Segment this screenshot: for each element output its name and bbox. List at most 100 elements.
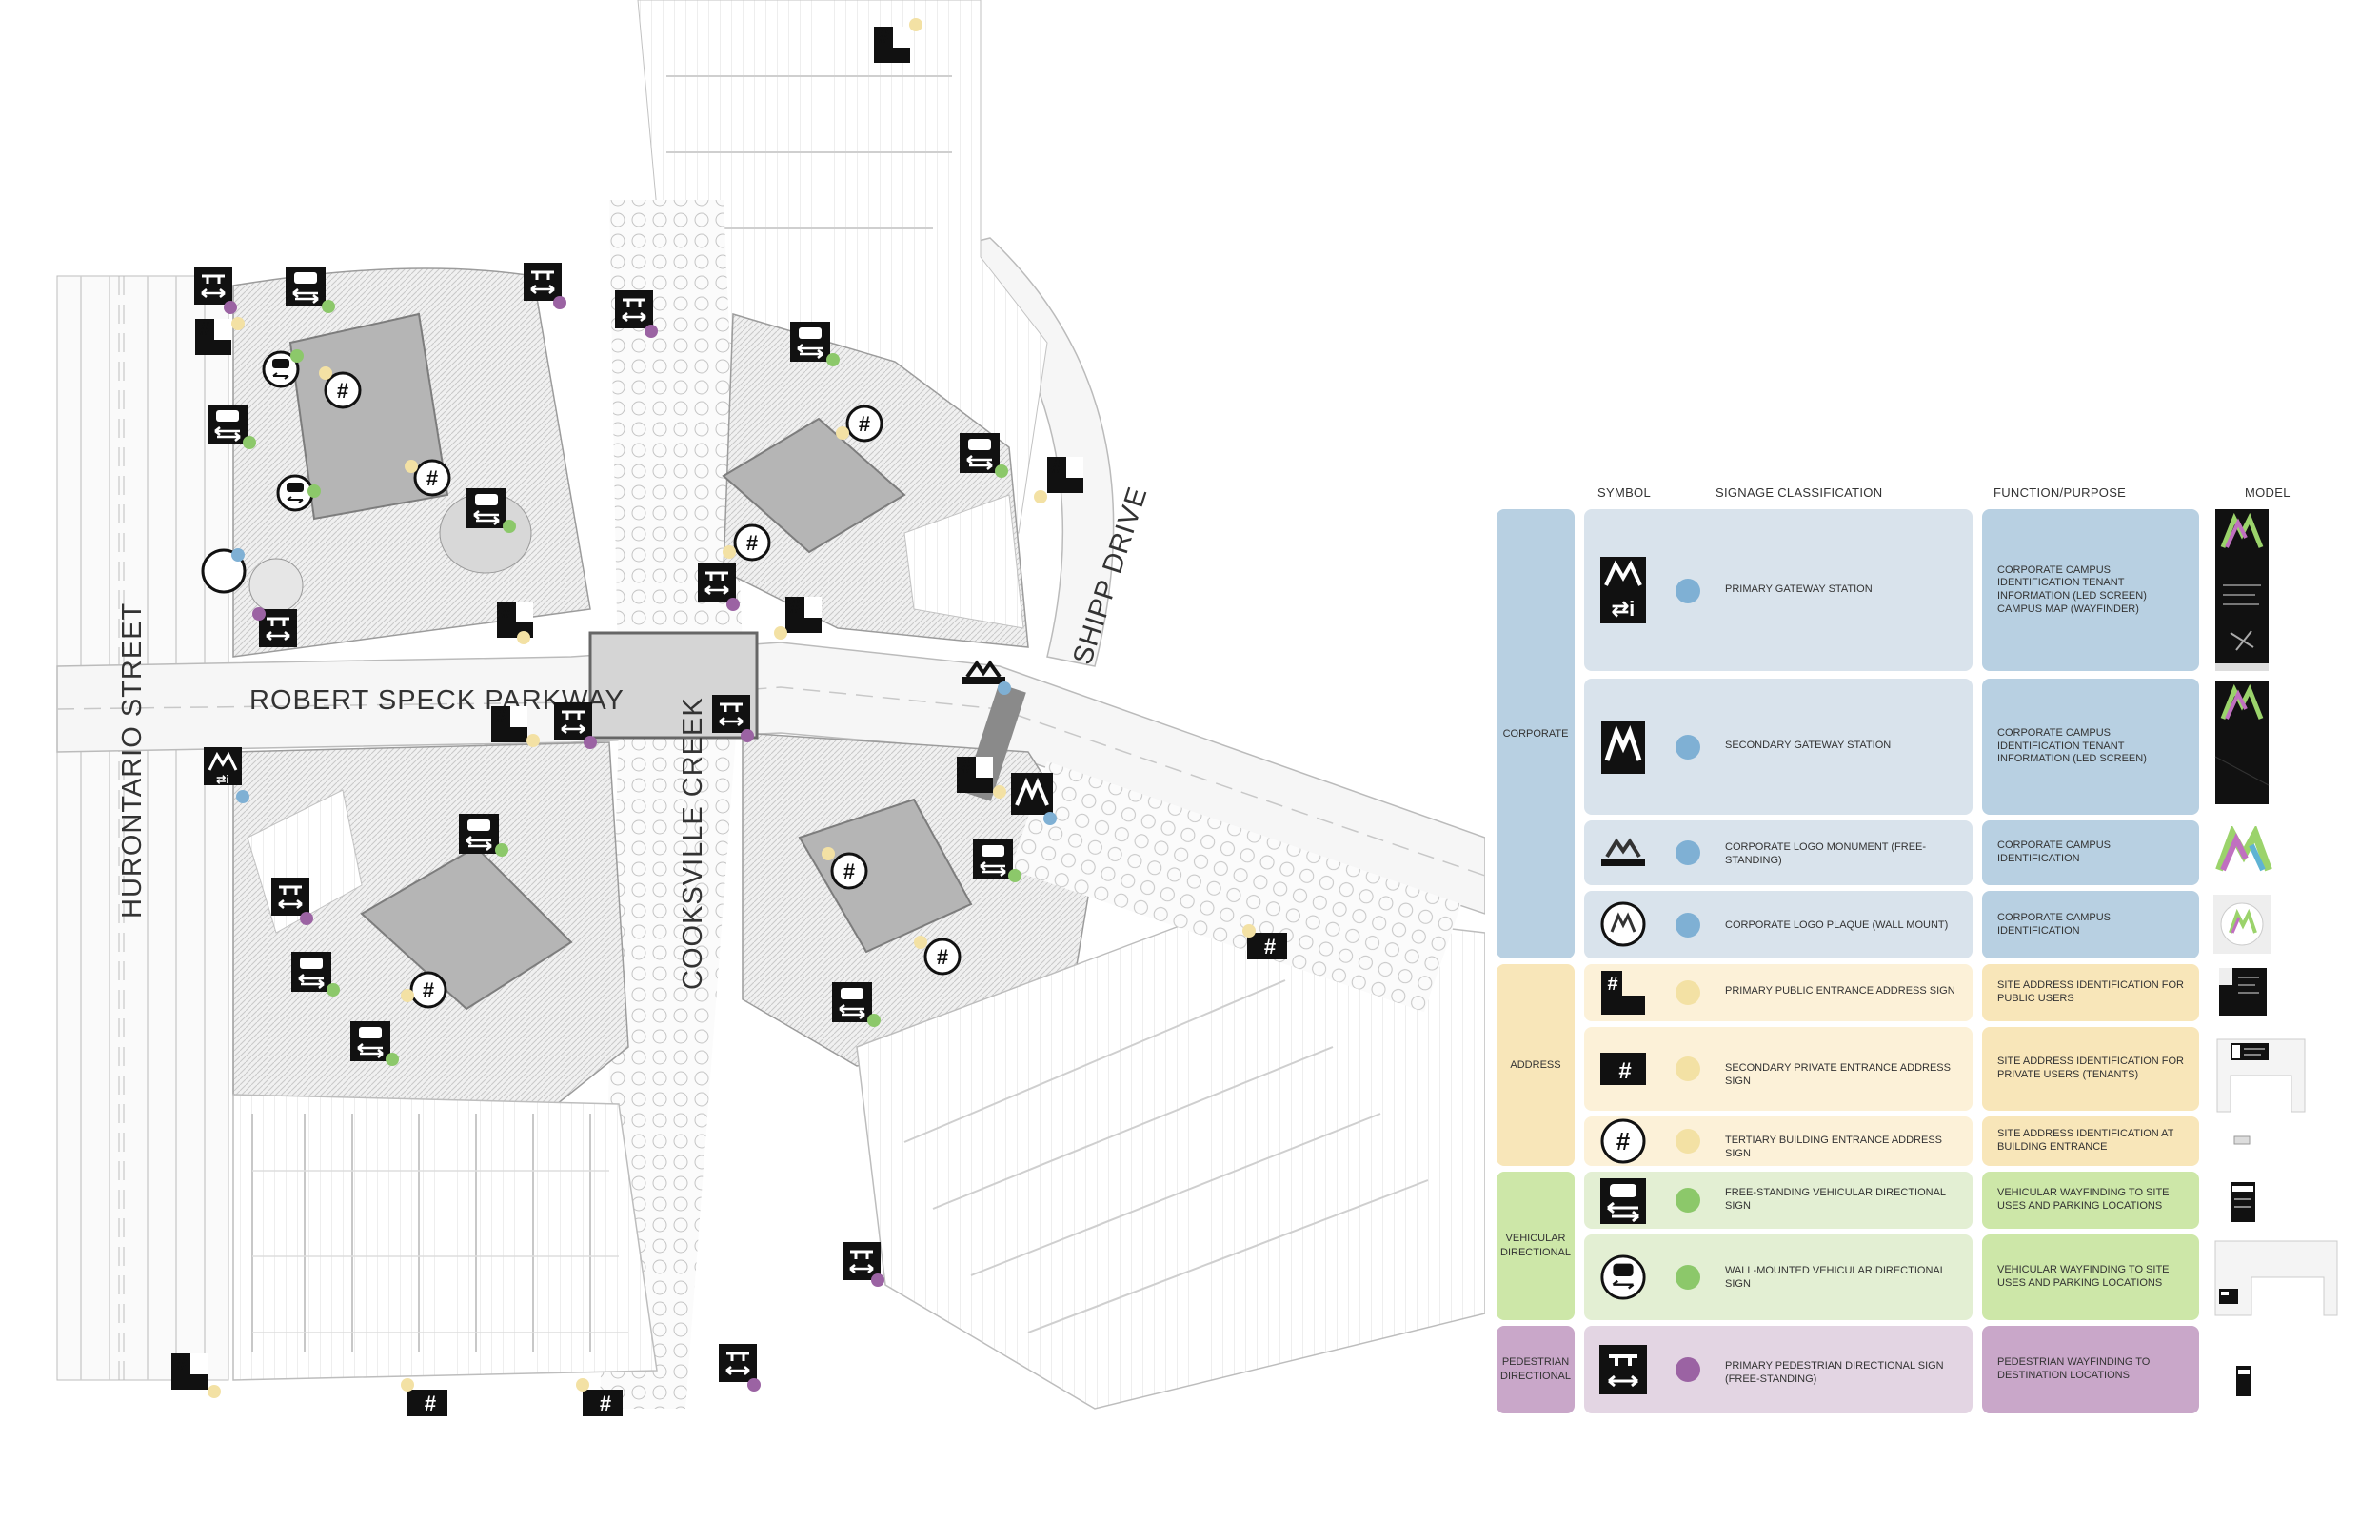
vehicular-freestanding-sign-marker[interactable] [465, 486, 508, 530]
logo-plaque-icon [1599, 900, 1647, 948]
legend-row-pedestrian: PRIMARY PEDESTRIAN DIRECTIONAL SIGN (FRE… [1584, 1326, 1973, 1413]
legend-row-logo-plaque: CORPORATE LOGO PLAQUE (WALL MOUNT) [1584, 891, 1973, 958]
legend-color-dot [1676, 1357, 1700, 1382]
legend-row-function: SITE ADDRESS IDENTIFICATION FOR PUBLIC U… [1982, 964, 2199, 1021]
legend-row-address-secondary: # SECONDARY PRIVATE ENTRANCE ADDRESS SIG… [1584, 1027, 1973, 1111]
model-address-primary [2213, 968, 2271, 1020]
address-primary-sign-marker[interactable] [171, 1353, 208, 1390]
pedestrian-sign-marker[interactable] [552, 701, 594, 742]
vehicular-freestanding-sign-marker[interactable] [348, 1019, 392, 1063]
model-address-tertiary [2213, 1135, 2271, 1153]
hurontario-street-label: HURONTARIO STREET [117, 602, 148, 918]
legend-row-function: SITE ADDRESS IDENTIFICATION FOR PRIVATE … [1982, 1027, 2199, 1111]
signage-legend: SYMBOL SIGNAGE CLASSIFICATION FUNCTION/P… [1495, 466, 2351, 1437]
address-primary-sign-marker[interactable] [874, 27, 910, 63]
legend-row-name: PRIMARY PEDESTRIAN DIRECTIONAL SIGN (FRE… [1725, 1360, 1944, 1385]
model-primary-gateway [2213, 509, 2271, 676]
address-secondary-sign-marker[interactable] [407, 1390, 447, 1416]
address-primary-sign-marker[interactable] [195, 319, 231, 355]
legend-row-name: WALL-MOUNTED VEHICULAR DIRECTIONAL SIGN [1725, 1265, 1946, 1290]
legend-row-name: SECONDARY GATEWAY STATION [1725, 740, 1892, 751]
address-tertiary-sign-marker[interactable] [409, 971, 447, 1009]
vehicular-freestanding-sign-marker[interactable] [830, 980, 874, 1024]
category-address: ADDRESS [1497, 964, 1575, 1166]
address-primary-sign-marker[interactable] [497, 602, 533, 638]
legend-row-function: VEHICULAR WAYFINDING TO SITE USES AND PA… [1982, 1172, 2199, 1229]
vehicular-freestanding-sign-marker[interactable] [289, 950, 333, 994]
logo-plaque-sign-marker[interactable] [201, 548, 247, 594]
address-secondary-icon: # [1599, 1045, 1647, 1093]
legend-row-secondary-gateway: SECONDARY GATEWAY STATION [1584, 679, 1973, 815]
pedestrian-sign-marker[interactable] [710, 693, 752, 735]
legend-row-name: PRIMARY PUBLIC ENTRANCE ADDRESS SIGN [1725, 985, 1955, 997]
category-pedestrian: PEDESTRIAN DIRECTIONAL [1497, 1326, 1575, 1413]
address-tertiary-sign-marker[interactable] [733, 523, 771, 562]
address-primary-sign-marker[interactable] [1047, 457, 1083, 493]
legend-color-dot [1676, 913, 1700, 938]
pedestrian-sign-marker[interactable] [613, 288, 655, 330]
address-primary-sign-marker[interactable] [785, 597, 822, 633]
vehicular-freestanding-sign-marker[interactable] [206, 403, 249, 446]
secondary-gateway-sign-marker[interactable] [1009, 771, 1055, 817]
vehicular-freestanding-sign-marker[interactable] [971, 838, 1015, 881]
sign-markers [171, 18, 1287, 1416]
pedestrian-sign-marker[interactable] [717, 1342, 759, 1384]
hurontario-street [56, 275, 229, 1381]
legend-color-dot [1676, 1265, 1700, 1290]
model-vehicular-freestanding [2213, 1182, 2271, 1227]
address-tertiary-sign-marker[interactable] [324, 371, 362, 409]
gateway-logo-icon [1599, 721, 1647, 774]
vehicular-freestanding-sign-marker[interactable] [284, 265, 327, 308]
legend-color-dot [1676, 980, 1700, 1005]
svg-text:#: # [1607, 974, 1617, 995]
vehicular-freestanding-sign-marker[interactable] [788, 320, 832, 364]
address-primary-sign-marker[interactable] [491, 706, 527, 742]
model-pedestrian [2213, 1366, 2271, 1401]
address-tertiary-sign-marker[interactable] [923, 938, 962, 976]
model-address-secondary [2213, 1037, 2309, 1118]
legend-row-vehicular-freestanding: FREE-STANDING VEHICULAR DIRECTIONAL SIGN [1584, 1172, 1973, 1229]
cooksville-creek [600, 200, 743, 1409]
vehicular-freestanding-sign-marker[interactable] [958, 431, 1002, 475]
legend-row-name: TERTIARY BUILDING ENTRANCE ADDRESS SIGN [1725, 1135, 1942, 1159]
pedestrian-directional-icon [1599, 1345, 1647, 1394]
address-secondary-sign-marker[interactable] [583, 1390, 623, 1416]
legend-row-vehicular-wall: WALL-MOUNTED VEHICULAR DIRECTIONAL SIGN [1584, 1234, 1973, 1320]
vehicular-freestanding-sign-marker[interactable] [457, 812, 501, 856]
legend-color-dot [1676, 840, 1700, 865]
vehicular-freestanding-icon [1599, 1177, 1647, 1225]
svg-text:⇄i: ⇄i [1612, 597, 1636, 621]
vehicular-wall-sign-marker[interactable] [276, 474, 314, 512]
address-primary-sign-marker[interactable] [957, 757, 993, 793]
category-vehicular: VEHICULAR DIRECTIONAL [1497, 1172, 1575, 1320]
legend-row-name: CORPORATE LOGO MONUMENT (FREE-STANDING) [1725, 841, 1927, 866]
address-tertiary-icon: # [1599, 1117, 1647, 1165]
pedestrian-sign-marker[interactable] [522, 261, 564, 303]
address-tertiary-sign-marker[interactable] [413, 459, 451, 497]
address-tertiary-sign-marker[interactable] [845, 405, 883, 443]
gateway-info-icon: ⇄i [1599, 557, 1647, 623]
model-logo-plaque [2213, 895, 2271, 958]
legend-row-function: CORPORATE CAMPUS IDENTIFICATION [1982, 891, 2199, 958]
function-header: FUNCTION/PURPOSE [1993, 485, 2127, 500]
legend-row-function: CORPORATE CAMPUS IDENTIFICATION [1982, 820, 2199, 885]
pedestrian-sign-marker[interactable] [269, 876, 311, 918]
legend-color-dot [1676, 579, 1700, 603]
sw-parking-lot [232, 1094, 658, 1381]
category-corporate: CORPORATE [1497, 509, 1575, 958]
legend-row-name: PRIMARY GATEWAY STATION [1725, 583, 1873, 595]
legend-row-logo-monument: CORPORATE LOGO MONUMENT (FREE-STANDING) [1584, 820, 1973, 885]
pedestrian-sign-marker[interactable] [696, 562, 738, 603]
pedestrian-sign-marker[interactable] [192, 265, 234, 306]
vehicular-wall-icon [1599, 1254, 1647, 1301]
address-tertiary-sign-marker[interactable] [830, 852, 868, 890]
se-block [742, 732, 1096, 1067]
address-secondary-sign-marker[interactable] [1247, 933, 1287, 959]
legend-color-dot [1676, 1129, 1700, 1154]
legend-row-name: SECONDARY PRIVATE ENTRANCE ADDRESS SIGN [1725, 1062, 1951, 1087]
legend-color-dot [1676, 1188, 1700, 1213]
model-logo-monument [2213, 824, 2274, 880]
primary-gateway-sign-marker[interactable] [202, 745, 244, 788]
legend-row-primary-gateway: ⇄i PRIMARY GATEWAY STATION [1584, 509, 1973, 671]
model-secondary-gateway [2213, 681, 2271, 814]
